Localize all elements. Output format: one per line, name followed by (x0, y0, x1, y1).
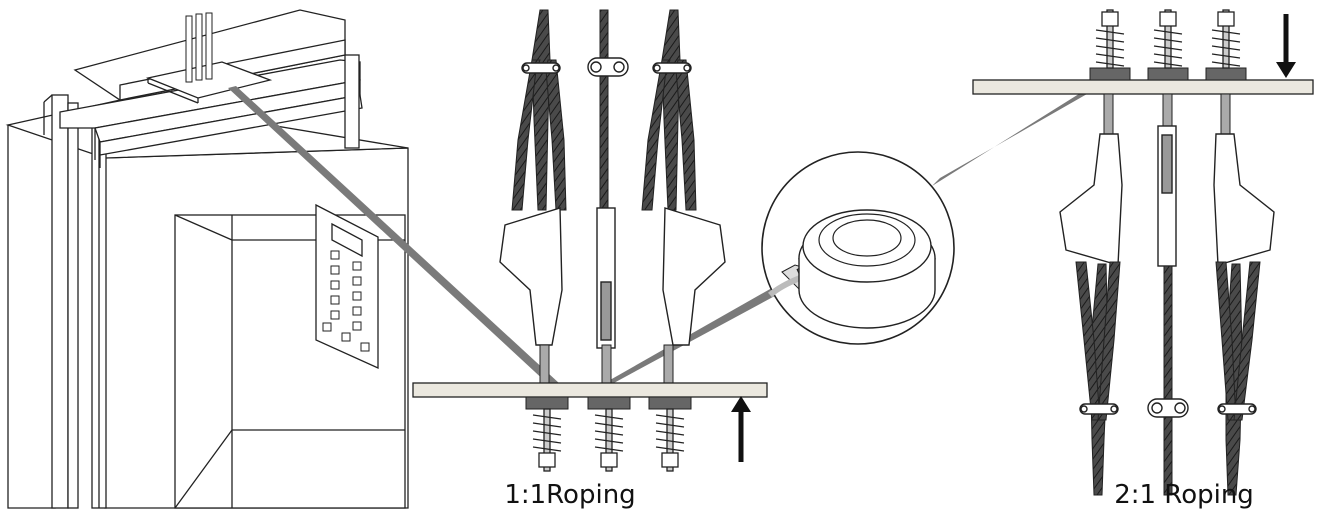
leader-car-to-1to1 (228, 86, 560, 384)
ropes-1to1 (511, 9, 697, 211)
leader-sensor-to-2to1 (932, 82, 1108, 186)
arrow-up-icon (731, 396, 751, 462)
guide-rail (51, 94, 69, 509)
rope-clips-2to1 (1079, 398, 1257, 418)
roping-1to1-assembly (412, 9, 768, 472)
panel-display (331, 222, 363, 258)
wedge-sockets-2to1 (1059, 125, 1275, 267)
callout-leader-beams (228, 82, 1108, 384)
rope-clips-1to1 (521, 57, 692, 77)
elevator-car-illustration (5, 9, 409, 509)
shackle-rods-1to1 (539, 344, 674, 386)
springs-2to1 (1095, 9, 1241, 69)
hitch-plate-2to1 (972, 79, 1314, 95)
leader-1to1-to-sensor (603, 272, 808, 384)
arrow-down-icon (1276, 14, 1296, 78)
panel-buttons (322, 250, 370, 352)
roping-1to1-label: 1:1Roping (504, 480, 636, 510)
springs-1to1 (532, 408, 685, 472)
roping-2to1-label: 2:1 Roping (1114, 480, 1254, 510)
spacers-1to1 (525, 396, 692, 410)
roping-2to1-assembly (972, 9, 1314, 496)
spacers-2to1 (1089, 67, 1247, 81)
ropes-2to1 (1075, 261, 1261, 496)
hitch-plate-1to1 (412, 382, 768, 398)
wedge-sockets-1to1 (499, 207, 726, 349)
load-cell-sensor-icon (761, 151, 955, 345)
cabin-left-side (7, 124, 56, 509)
threaded-rods (185, 12, 213, 83)
